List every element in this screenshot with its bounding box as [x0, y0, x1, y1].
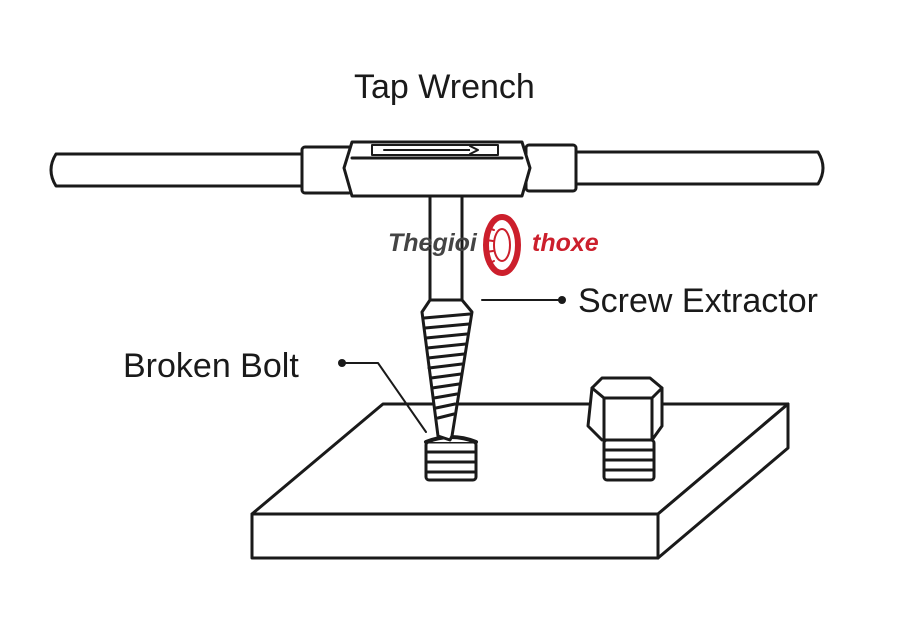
watermark-right-text: thoxe [532, 229, 599, 257]
broken-bolt-label: Broken Bolt [123, 347, 299, 385]
watermark-tire-logo [483, 214, 521, 276]
work-block [250, 402, 790, 560]
screw-extractor [420, 194, 474, 442]
watermark-left-text: Thegioi [388, 229, 477, 257]
broken-bolt-leader [341, 362, 427, 433]
broken-bolt-leader-dot [338, 359, 346, 367]
hex-bolt [586, 376, 664, 482]
screw-extractor-leader-dot [558, 296, 566, 304]
tap-wrench-label: Tap Wrench [354, 68, 535, 106]
screw-extractor-label: Screw Extractor [578, 282, 818, 320]
broken-bolt [424, 435, 478, 482]
tap-wrench [49, 140, 825, 198]
